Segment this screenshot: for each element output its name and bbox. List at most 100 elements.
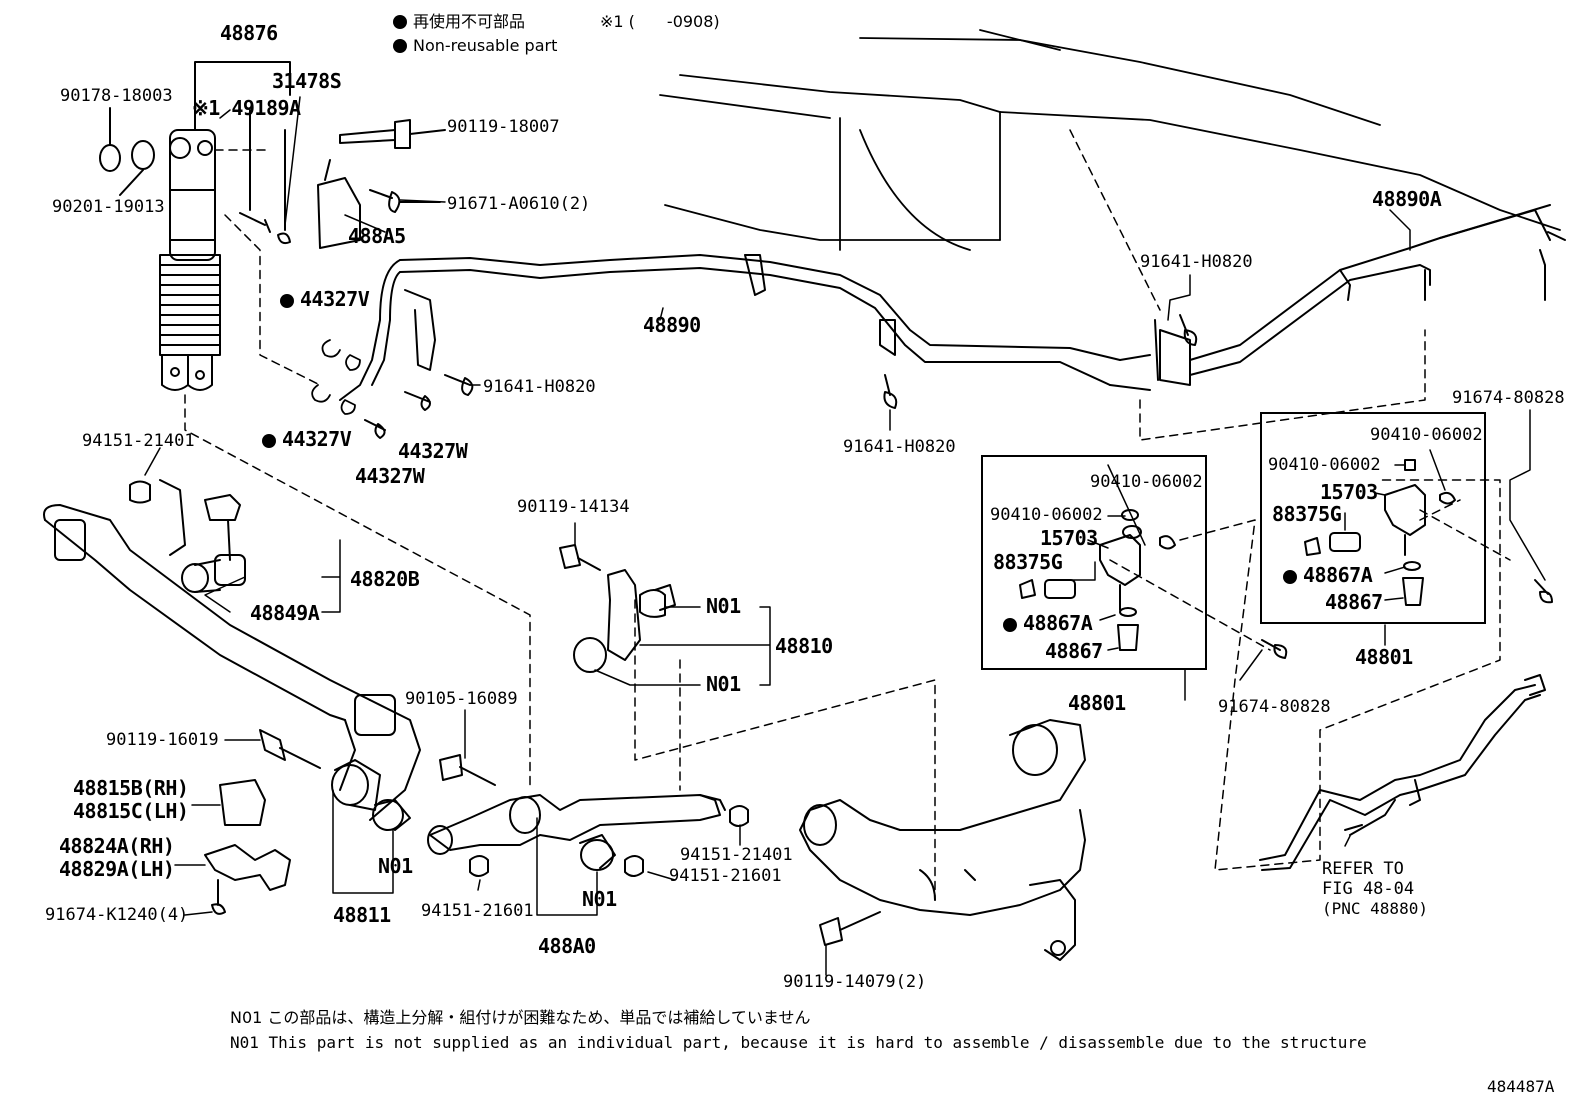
label-44327V-a: 44327V: [280, 288, 370, 310]
label-box2-90410-b: 90410-06002: [1268, 455, 1381, 475]
nonreusable-dot-icon: [1003, 618, 1017, 632]
bolt-90119-16019: [259, 729, 321, 769]
label-box1-48867: 48867: [1045, 639, 1103, 663]
dashed-guide-lines: [184, 129, 1511, 901]
label-91671-A0610: 91671-A0610(2): [447, 194, 591, 214]
nonreusable-dot-icon: [1283, 570, 1297, 584]
label-N01-b: N01: [706, 672, 741, 696]
label-94151-21601-a: 94151-21601: [421, 901, 534, 921]
lower-link-488A0: [427, 794, 726, 855]
note-n01-en: N01 This part is not supplied as an indi…: [230, 1033, 1367, 1052]
label-488A5: 488A5: [348, 224, 406, 248]
label-94151-21601-b: 94151-21601: [669, 866, 782, 886]
label-91674-80828-a: 91674-80828: [1452, 388, 1565, 408]
label-90119-18007: 90119-18007: [447, 117, 560, 137]
label-44327W-a: 44327W: [398, 439, 468, 463]
label-49189A: ※1 49189A: [192, 96, 301, 120]
valve-assembly-48801-right: [1304, 459, 1456, 606]
label-box1-88375G: 88375G: [993, 550, 1063, 574]
stabilizer-link-48820B: [181, 494, 246, 593]
label-91674-K1240: 91674-K1240(4): [45, 905, 189, 925]
label-N01-c: N01: [378, 854, 413, 878]
lower-control-arm: [799, 719, 1086, 961]
bullet-icon: [393, 39, 407, 53]
nonreusable-dot-icon: [262, 434, 276, 448]
label-box2-88375G: 88375G: [1272, 502, 1342, 526]
refer-to-line1: REFER TO: [1322, 859, 1404, 879]
vehicle-body-outline: [659, 29, 1561, 251]
label-box2-48867A: 48867A: [1283, 564, 1373, 586]
label-91641-H0820-a: 91641-H0820: [483, 377, 596, 397]
link-48810: [559, 544, 676, 673]
label-90178-18003: 90178-18003: [60, 86, 173, 106]
legend-nonreusable-en: Non-reusable part: [393, 36, 557, 56]
assembly-box-48801-left: [981, 455, 1207, 670]
assembly-box-48801-right: [1260, 412, 1486, 624]
refer-to-line2: FIG 48-04: [1322, 879, 1415, 899]
label-44327V-b: 44327V: [262, 428, 352, 450]
label-N01-a: N01: [706, 594, 741, 618]
label-box2-48867: 48867: [1325, 590, 1383, 614]
label-48811: 48811: [333, 903, 391, 927]
label-box1-90410-b: 90410-06002: [990, 505, 1103, 525]
label-48876: 48876: [220, 21, 278, 45]
pipe-fig-48-04: [1259, 674, 1546, 871]
label-48849A: 48849A: [250, 601, 320, 625]
label-90105-16089: 90105-16089: [405, 689, 518, 709]
label-N01-d: N01: [582, 887, 617, 911]
label-44327W-b: 44327W: [355, 464, 425, 488]
label-31478S: 31478S: [272, 69, 342, 93]
leader-lines: [144, 96, 1546, 976]
label-48829A: 48829A(LH): [59, 857, 175, 881]
bushing-N01-b: [579, 834, 616, 871]
figure-id: 484487A: [1487, 1077, 1555, 1096]
pipe-48890: [339, 254, 1191, 401]
label-48820B: 48820B: [350, 567, 420, 591]
label-91641-H0820-c: 91641-H0820: [1140, 252, 1253, 272]
label-box1-15703: 15703: [1040, 526, 1098, 550]
note-n01-jp: N01 この部品は、構造上分解・組付けが困難なため、単品では補給していません: [230, 1008, 811, 1027]
bolt-90119-18007: [339, 119, 446, 149]
nuts-94151: [469, 805, 749, 877]
bullet-icon: [393, 15, 407, 29]
label-94151-21401-a: 94151-21401: [82, 431, 195, 451]
nonreusable-dot-icon: [280, 294, 294, 308]
label-48801-a: 48801: [1068, 691, 1126, 715]
label-box2-15703: 15703: [1320, 480, 1378, 504]
label-94151-21401-b: 94151-21401: [680, 845, 793, 865]
shock-absorber-48876: [159, 61, 291, 391]
bushings-stabilizer: [204, 759, 381, 915]
label-91641-H0820-b: 91641-H0820: [843, 437, 956, 457]
label-box2-90410-a: 90410-06002: [1370, 425, 1483, 445]
label-90119-14134: 90119-14134: [517, 497, 630, 517]
bracket-488A5: [317, 159, 361, 249]
bolt-90105-16089: [439, 754, 496, 786]
valve-assembly-48801-left: [1019, 509, 1176, 651]
bolts-91641: [364, 314, 1198, 439]
label-48890: 48890: [643, 313, 701, 337]
bushing-N01-a: [372, 799, 411, 831]
label-48815C: 48815C(LH): [73, 799, 189, 823]
label-488A0: 488A0: [538, 934, 596, 958]
legend-footnote: ※1 ( -0908): [600, 12, 720, 31]
label-90119-16019: 90119-16019: [106, 730, 219, 750]
refer-to-line3: (PNC 48880): [1322, 899, 1428, 918]
legend-nonreusable-jp: 再使用不可部品: [393, 12, 525, 32]
label-48801-b: 48801: [1355, 645, 1413, 669]
stabilizer-bar: [43, 479, 421, 821]
label-box1-90410-a: 90410-06002: [1090, 472, 1203, 492]
label-91674-80828-b: 91674-80828: [1218, 697, 1331, 717]
pipe-48890A: [1189, 204, 1566, 376]
nut-washer-90178: [99, 107, 155, 196]
label-48815B: 48815B(RH): [73, 776, 189, 800]
label-90201-19013: 90201-19013: [52, 197, 165, 217]
label-48890A: 48890A: [1372, 187, 1442, 211]
bolts-91674: [1261, 579, 1553, 659]
clips-44327: [311, 339, 361, 415]
small-bolts: [239, 109, 291, 245]
label-48810: 48810: [775, 634, 833, 658]
label-box1-48867A: 48867A: [1003, 612, 1093, 634]
label-48824A: 48824A(RH): [59, 834, 175, 858]
bolt-90119-14079: [819, 911, 881, 946]
